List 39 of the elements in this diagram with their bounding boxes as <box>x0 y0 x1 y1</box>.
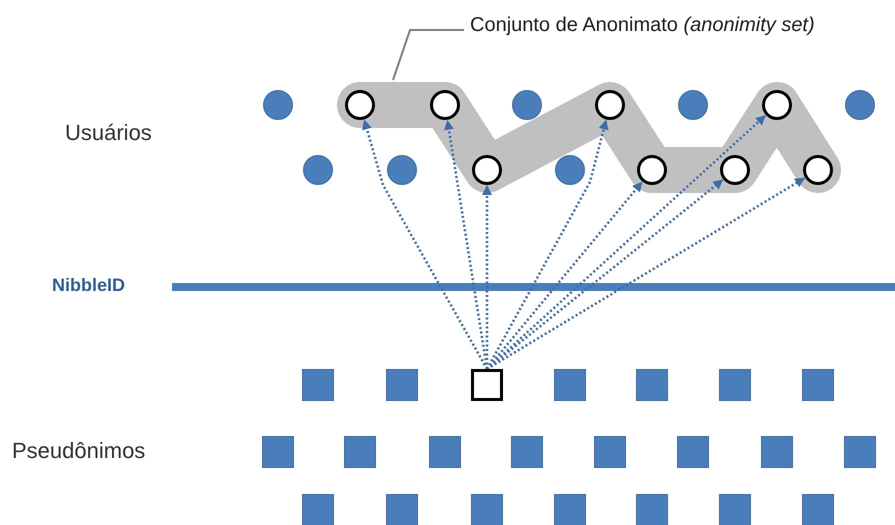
pseudonym-square <box>554 369 586 401</box>
arrow <box>362 119 488 370</box>
pseudonym-square <box>802 369 834 401</box>
leader-line <box>392 29 464 80</box>
pseudonym-square <box>636 369 668 401</box>
callout-label: Conjunto de Anonimato (anonimity set) <box>470 14 815 37</box>
pseudonym-square <box>802 494 834 525</box>
pseudonym-square <box>344 436 376 468</box>
user-circle <box>263 90 293 120</box>
pseudonym-square <box>719 369 751 401</box>
pseudonym-square <box>302 494 334 525</box>
pseudonym-square <box>761 436 793 468</box>
arrow <box>486 120 609 370</box>
layer-label: NibbleID <box>52 275 126 296</box>
row-label: Usuários <box>65 120 152 146</box>
user-circle <box>845 90 875 120</box>
pseudonym-square <box>636 494 668 525</box>
arrow <box>482 185 492 369</box>
pseudonym-square <box>554 494 586 525</box>
arrow <box>486 114 766 370</box>
arrow <box>486 177 806 370</box>
anonymity-set-band <box>337 82 841 193</box>
pseudonym-square <box>677 436 709 468</box>
pseudonym-square <box>511 436 543 468</box>
row-label: Pseudônimos <box>12 438 146 464</box>
pseudonym-square <box>594 436 626 468</box>
pseudonym-square <box>386 369 418 401</box>
pseudonym-square <box>844 436 876 468</box>
arrow <box>486 182 643 370</box>
pseudonym-square <box>719 494 751 525</box>
pseudonym-square <box>262 436 294 468</box>
selected-pseudonym-square <box>471 369 503 401</box>
pseudonym-square <box>302 369 334 401</box>
pseudonym-square <box>471 494 503 525</box>
pseudonym-square <box>386 494 418 525</box>
pseudonym-square <box>429 436 461 468</box>
arrow <box>486 179 724 370</box>
user-circle <box>303 155 333 185</box>
arrow <box>444 120 488 370</box>
